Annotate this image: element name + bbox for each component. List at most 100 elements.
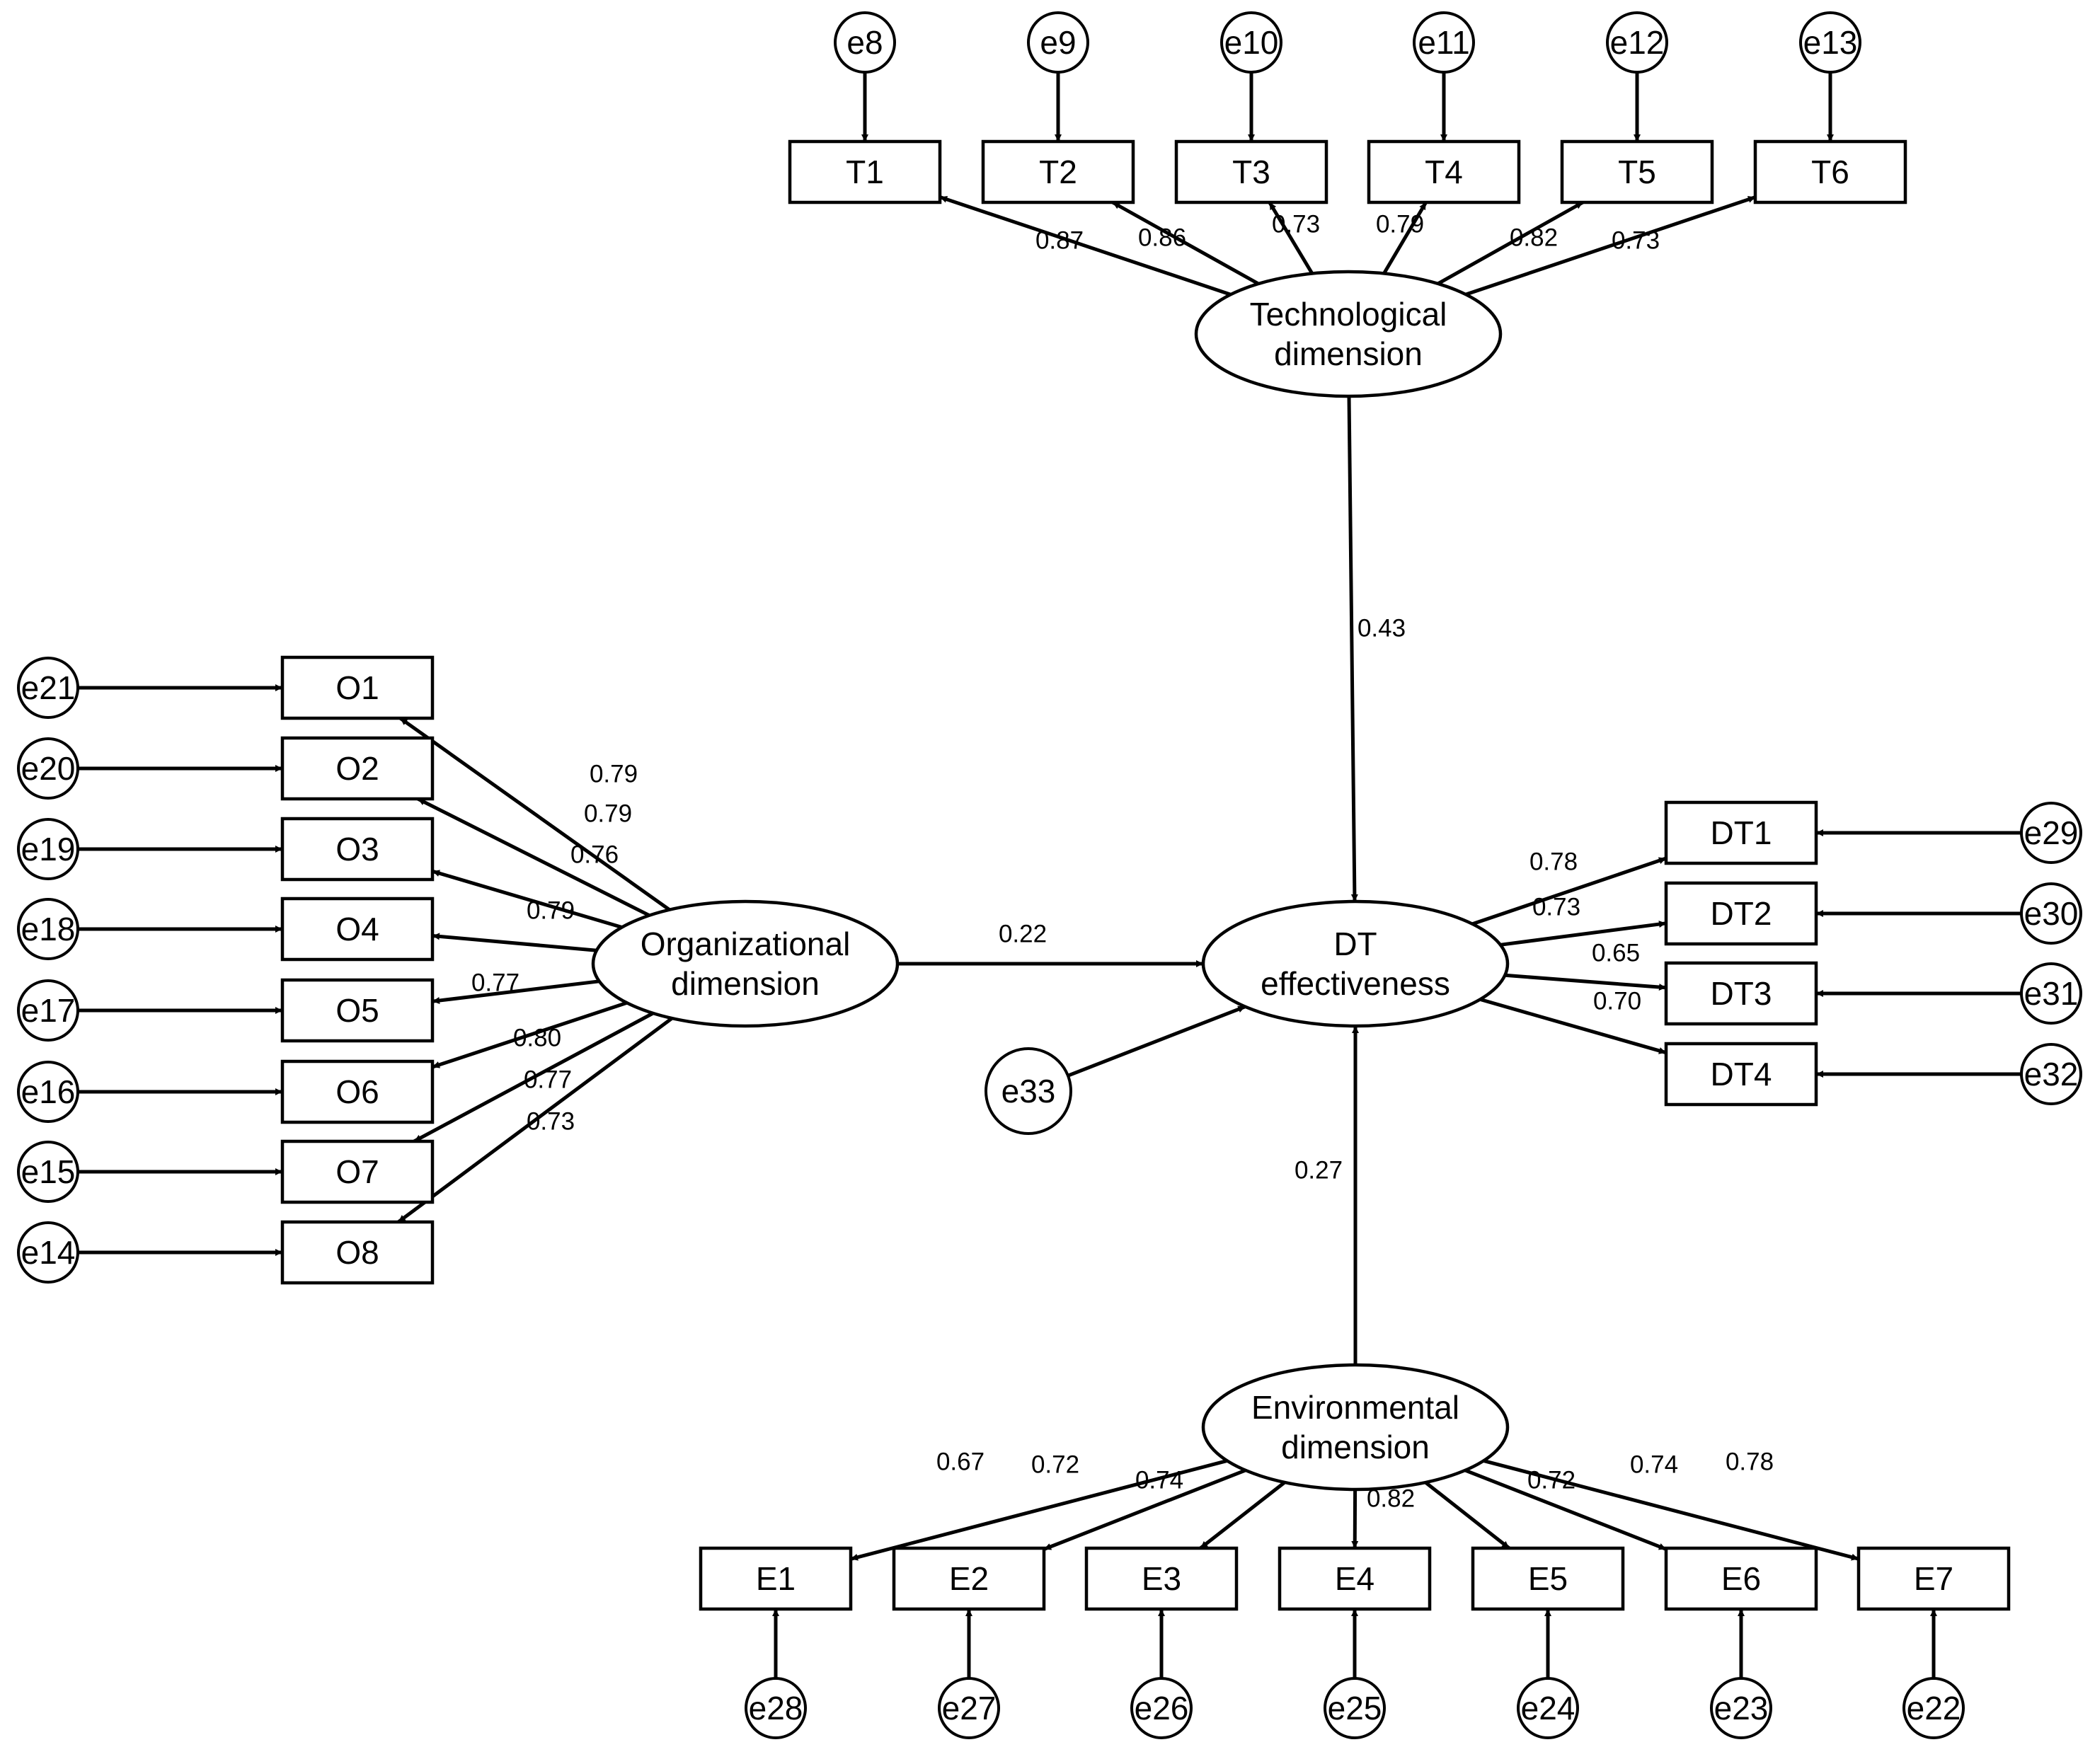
indicator-box-e4 (1278, 1546, 1432, 1611)
loading-coef-o8: 0.73 (527, 1108, 575, 1136)
error-label-e30: e30 (2024, 895, 2079, 932)
indicator-label-o8: O8 (335, 1234, 379, 1271)
indicator-box-dt3 (1664, 961, 1818, 1026)
loading-coef-o1: 0.79 (590, 761, 638, 788)
nodes-layer: T1e8T2e9T3e10T4e11T5e12T6e13O1e21O2e20O3… (17, 11, 2082, 1739)
indicator-label-o3: O3 (335, 831, 379, 867)
error-circle-e31 (2020, 962, 2082, 1025)
indicator-label-o5: O5 (335, 992, 379, 1029)
error-label-e26: e26 (1135, 1690, 1189, 1726)
disturbance-e33 (985, 1047, 1072, 1135)
error-label-e20: e20 (21, 750, 76, 787)
error-circle-e8 (834, 11, 896, 74)
error-label-e16: e16 (21, 1073, 76, 1110)
loading-coef-dt1: 0.78 (1529, 848, 1578, 876)
loading-coef-e1: 0.67 (936, 1448, 985, 1476)
indicator-box-o5 (280, 978, 435, 1043)
path-tech-to-dt (1347, 396, 1358, 902)
indicator-box-e1 (699, 1546, 853, 1611)
loading-coef-dt2: 0.73 (1532, 894, 1580, 921)
error-label-e27: e27 (942, 1690, 997, 1726)
error-label-e11: e11 (1418, 24, 1469, 61)
error-label-e28: e28 (749, 1690, 803, 1726)
path-coef-tech: 0.43 (1358, 615, 1406, 642)
indicator-label-o6: O6 (335, 1073, 379, 1110)
loading-o3 (432, 869, 623, 929)
indicator-box-t1 (788, 139, 942, 204)
loading-o4 (432, 933, 597, 952)
indicator-box-t5 (1560, 139, 1714, 204)
indicator-label-dt3: DT3 (1711, 975, 1772, 1012)
error-circle-e22 (1902, 1677, 1965, 1739)
error-circle-e28 (745, 1677, 807, 1739)
error-label-e12: e12 (1610, 24, 1665, 61)
path-e33-to-dt (1067, 1005, 1246, 1078)
indicator-label-t1: T1 (846, 154, 884, 190)
latent-tech-label-line2: dimension (1274, 335, 1423, 372)
indicator-label-o2: O2 (335, 750, 379, 787)
loading-e3 (1199, 1480, 1286, 1550)
indicator-label-e7: E7 (1914, 1560, 1953, 1597)
indicator-label-o4: O4 (335, 911, 379, 947)
loading-coef-e6: 0.74 (1630, 1451, 1678, 1479)
error-label-e13: e13 (1803, 24, 1858, 61)
loading-o6 (432, 1001, 628, 1069)
error-circle-e10 (1220, 11, 1282, 74)
latent-env (1201, 1363, 1510, 1492)
loading-coef-e7: 0.78 (1726, 1448, 1774, 1476)
loading-t2 (1111, 200, 1260, 286)
loading-o7 (413, 1011, 654, 1143)
loading-t3 (1268, 201, 1314, 275)
latent-tech-label-line1: Technological (1250, 296, 1447, 333)
error-label-e29: e29 (2024, 814, 2079, 851)
indicator-box-o7 (280, 1139, 435, 1204)
error-circle-e11 (1413, 11, 1475, 74)
indicator-label-e5: E5 (1528, 1560, 1568, 1597)
error-circle-e12 (1606, 11, 1668, 74)
indicator-box-o4 (280, 897, 435, 962)
loading-t6 (1465, 195, 1756, 296)
path-coef-org: 0.22 (999, 921, 1047, 948)
latent-org-label-line1: Organizational (641, 926, 851, 962)
loading-t1 (939, 195, 1232, 296)
loading-e1 (850, 1458, 1228, 1561)
error-label-e10: e10 (1224, 24, 1279, 61)
indicator-label-t2: T2 (1039, 154, 1077, 190)
loading-coef-o6: 0.80 (513, 1025, 561, 1052)
loading-coef-dt3: 0.65 (1592, 940, 1640, 967)
latent-tech (1194, 270, 1503, 398)
loading-e7 (1483, 1458, 1859, 1561)
error-label-e23: e23 (1714, 1690, 1769, 1726)
error-circle-e17 (17, 979, 79, 1042)
indicator-box-e6 (1664, 1546, 1818, 1611)
loading-coef-t3: 0.73 (1272, 211, 1320, 238)
indicator-box-e5 (1471, 1546, 1625, 1611)
loading-coef-t2: 0.86 (1138, 224, 1186, 252)
loading-coef-t4: 0.79 (1376, 211, 1424, 238)
indicator-box-t3 (1174, 139, 1328, 204)
error-circle-e23 (1710, 1677, 1772, 1739)
loading-t4 (1382, 201, 1428, 275)
loading-coef-e4: 0.82 (1367, 1485, 1415, 1513)
loading-coef-o3: 0.76 (570, 841, 619, 869)
loading-coef-e3: 0.74 (1135, 1467, 1183, 1494)
loading-dt1 (1471, 856, 1667, 926)
error-circle-e16 (17, 1061, 79, 1123)
loading-coef-o2: 0.79 (584, 800, 632, 828)
latent-org (591, 899, 900, 1028)
error-label-e17: e17 (21, 992, 76, 1029)
edges-layer (78, 72, 2021, 1678)
error-label-e9: e9 (1040, 24, 1076, 61)
indicator-box-dt4 (1664, 1042, 1818, 1107)
loading-coef-dt4: 0.70 (1593, 988, 1641, 1015)
indicator-box-o6 (280, 1059, 435, 1124)
latent-env-label-line1: Environmental (1251, 1389, 1459, 1426)
loading-coef-t5: 0.82 (1510, 224, 1558, 252)
loading-o8 (397, 1017, 673, 1224)
indicator-label-dt4: DT4 (1711, 1056, 1772, 1093)
indicator-label-o1: O1 (335, 669, 379, 706)
error-circle-e29 (2020, 802, 2082, 864)
loading-coef-e5: 0.72 (1527, 1467, 1575, 1494)
indicator-box-dt1 (1664, 800, 1818, 865)
indicator-box-o3 (280, 817, 435, 882)
